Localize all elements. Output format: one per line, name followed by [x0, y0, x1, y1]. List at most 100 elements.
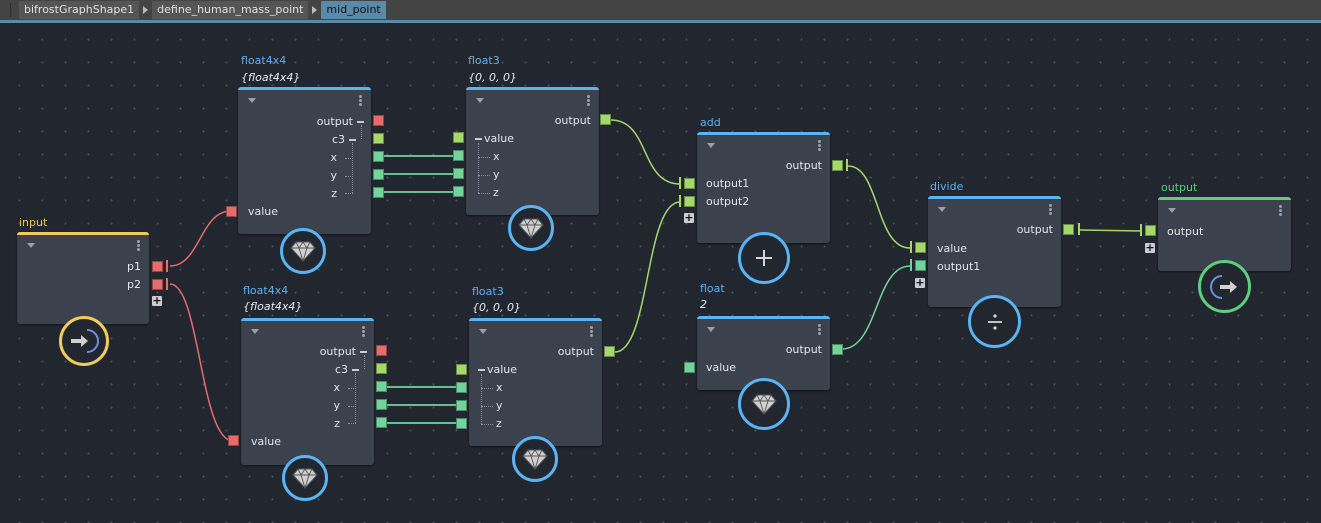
more-options-icon[interactable]: [587, 95, 590, 107]
add-port-button[interactable]: +: [1145, 241, 1155, 254]
port-in-y[interactable]: [456, 400, 467, 411]
port-in-value[interactable]: [915, 242, 926, 253]
port-out-output[interactable]: [832, 344, 843, 355]
more-options-icon[interactable]: [590, 326, 593, 338]
diamond-icon: [512, 436, 558, 482]
port-in-x[interactable]: [453, 150, 464, 161]
port-out-output[interactable]: [376, 345, 387, 356]
port-in-value[interactable]: [453, 132, 464, 143]
node-title-float3-b: float3: [472, 285, 504, 298]
wire-divide-to-output[interactable]: [1079, 229, 1143, 232]
port-out-y[interactable]: [373, 169, 384, 180]
wire-float3-b-to-add[interactable]: [614, 201, 681, 353]
node-header-bar: [697, 316, 830, 319]
collapse-triangle-icon[interactable]: [707, 327, 715, 332]
collapse-minus-icon[interactable]: [360, 351, 367, 353]
node-float4x4-b[interactable]: output c3 x y z value: [241, 318, 374, 465]
port-in-output1[interactable]: [915, 260, 926, 271]
add-port-button[interactable]: +: [915, 276, 925, 289]
wire-p2-to-float4x4-b[interactable]: [169, 283, 234, 442]
port-out-x[interactable]: [373, 151, 384, 162]
collapse-triangle-icon[interactable]: [1168, 208, 1176, 213]
connector-tee: [166, 260, 168, 272]
collapse-triangle-icon[interactable]: [248, 98, 256, 103]
node-divide[interactable]: output value output1: [928, 196, 1061, 307]
more-options-icon[interactable]: [818, 140, 821, 152]
node-header-bar: [469, 318, 602, 321]
port-out-z[interactable]: [376, 417, 387, 428]
node-header-bar: [17, 232, 149, 235]
collapse-minus-icon[interactable]: [349, 139, 356, 141]
collapse-minus-icon[interactable]: [357, 121, 364, 123]
port-out-output[interactable]: [1063, 224, 1074, 235]
port-in-output[interactable]: [1145, 225, 1156, 236]
collapse-minus-icon[interactable]: [478, 369, 485, 371]
port-in-z[interactable]: [456, 418, 467, 429]
port-in-output1[interactable]: [684, 178, 695, 189]
collapse-triangle-icon[interactable]: [707, 143, 715, 148]
wire-float3-a-to-add[interactable]: [610, 119, 681, 185]
more-options-icon[interactable]: [818, 324, 821, 336]
breadcrumb-arrow-icon: [143, 6, 149, 14]
connector-tee: [1078, 223, 1080, 235]
port-out-output[interactable]: [600, 114, 611, 125]
breadcrumb-bifrost-graph-shape[interactable]: bifrostGraphShape1: [19, 1, 140, 19]
port-out-output[interactable]: [604, 346, 615, 357]
port-in-value[interactable]: [226, 206, 237, 217]
node-float3-a[interactable]: output value x y z: [466, 87, 599, 215]
port-label-y: y: [496, 399, 503, 412]
more-options-icon[interactable]: [1279, 205, 1282, 217]
node-input[interactable]: p1 p2: [17, 232, 149, 324]
more-options-icon[interactable]: [362, 326, 365, 338]
port-in-value[interactable]: [684, 362, 695, 373]
port-in-z[interactable]: [453, 186, 464, 197]
node-output[interactable]: output: [1158, 197, 1291, 271]
port-out-c3[interactable]: [373, 133, 384, 144]
port-in-value[interactable]: [228, 435, 239, 446]
collapse-triangle-icon[interactable]: [479, 329, 487, 334]
node-add[interactable]: output output1 output2: [697, 132, 830, 243]
collapse-minus-icon[interactable]: [475, 138, 482, 140]
port-label-output1: output1: [937, 260, 981, 273]
port-out-c3[interactable]: [376, 363, 387, 374]
node-float[interactable]: output value: [697, 316, 830, 390]
node-float3-b[interactable]: output value x y z: [469, 318, 602, 446]
port-out-output[interactable]: [373, 115, 384, 126]
add-port-button[interactable]: +: [152, 294, 162, 307]
breadcrumb-mid-point[interactable]: mid_point: [321, 1, 386, 19]
more-options-icon[interactable]: [1049, 204, 1052, 216]
more-options-icon[interactable]: [137, 240, 140, 252]
port-out-z[interactable]: [373, 187, 384, 198]
port-label-value: value: [487, 363, 518, 376]
port-out-p2[interactable]: [152, 279, 163, 290]
port-label-output: output: [785, 159, 822, 172]
port-out-p1[interactable]: [152, 261, 163, 272]
tree-line: [348, 423, 356, 424]
port-in-y[interactable]: [453, 168, 464, 179]
node-float4x4-a[interactable]: output c3 x y z value: [238, 87, 371, 234]
node-header-bar: [241, 318, 374, 321]
diamond-icon: [738, 378, 790, 430]
collapse-triangle-icon[interactable]: [251, 329, 259, 334]
input-arrow-icon: [59, 316, 109, 366]
port-out-x[interactable]: [376, 381, 387, 392]
breadcrumb-define-human-mass-point[interactable]: define_human_mass_point: [152, 1, 309, 19]
port-in-output2[interactable]: [684, 196, 695, 207]
port-in-value[interactable]: [456, 364, 467, 375]
port-out-output[interactable]: [832, 160, 843, 171]
more-options-icon[interactable]: [359, 95, 362, 107]
collapse-triangle-icon[interactable]: [938, 207, 946, 212]
wire-add-to-divide[interactable]: [847, 165, 911, 249]
collapse-minus-icon[interactable]: [352, 369, 359, 371]
port-in-x[interactable]: [456, 382, 467, 393]
collapse-triangle-icon[interactable]: [27, 243, 35, 248]
node-title-add: add: [700, 116, 721, 129]
node-title-float4x4-b: float4x4: [243, 284, 289, 297]
wire-float-to-divide[interactable]: [841, 265, 911, 350]
port-out-y[interactable]: [376, 399, 387, 410]
tree-line: [348, 388, 356, 389]
collapse-triangle-icon[interactable]: [476, 98, 484, 103]
wire-p1-to-float4x4-a[interactable]: [169, 210, 232, 267]
add-port-button[interactable]: +: [684, 211, 694, 224]
